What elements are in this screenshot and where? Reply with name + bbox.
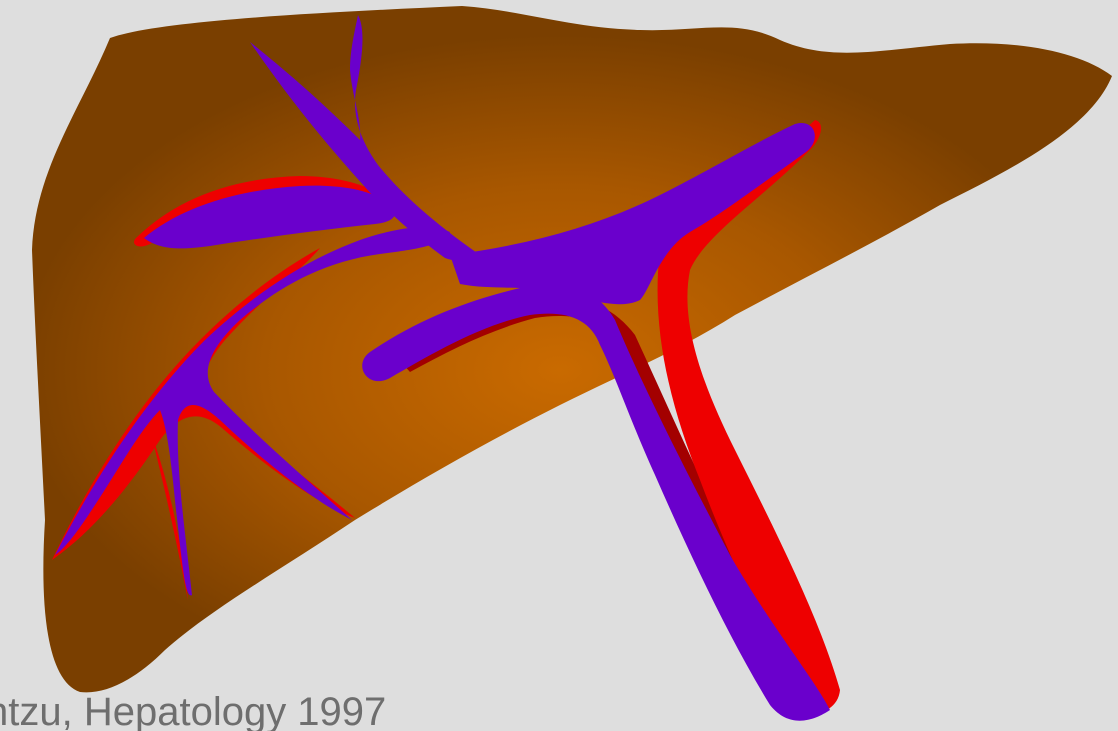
- citation-caption: ntzu, Hepatology 1997: [0, 688, 386, 731]
